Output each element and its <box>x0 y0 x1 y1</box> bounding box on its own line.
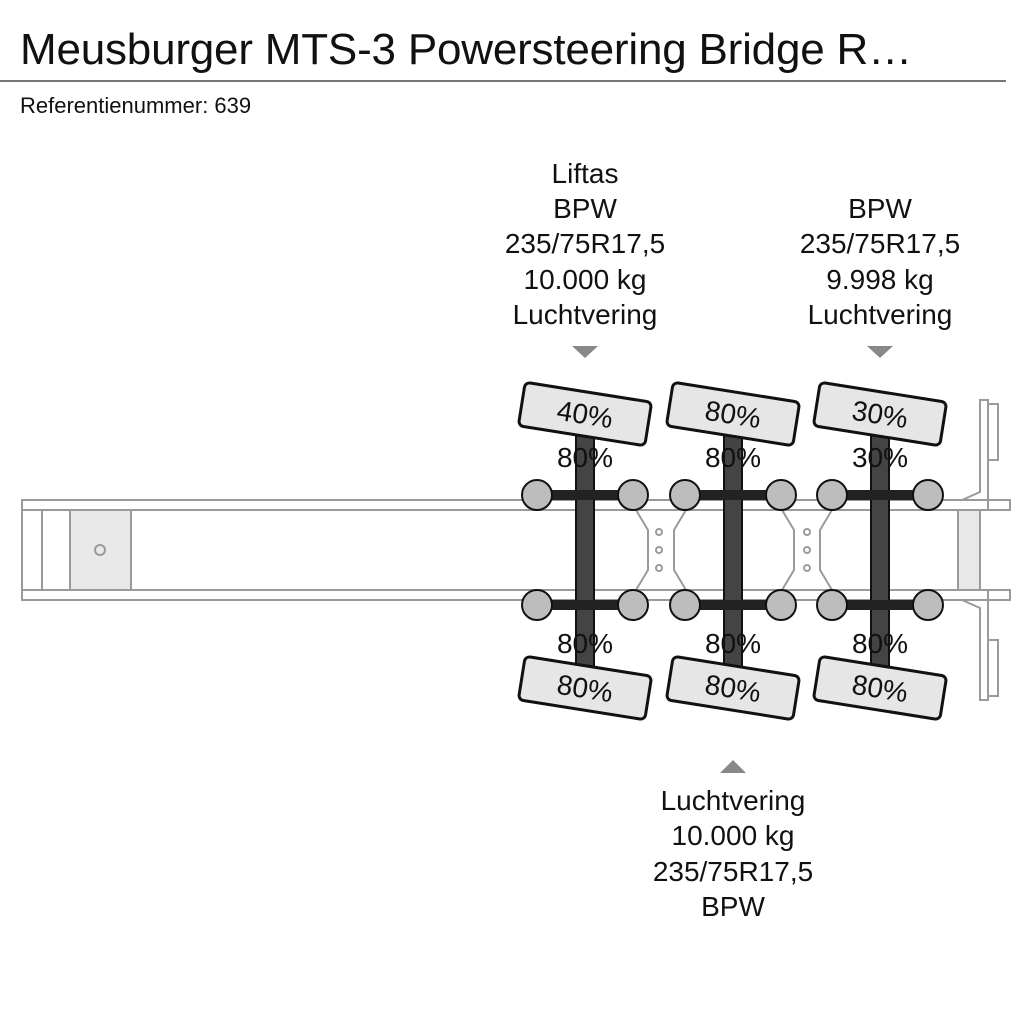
axle2-info-line: Luchtvering <box>661 785 806 816</box>
axle3-marker <box>867 346 893 358</box>
connector-bolt <box>655 564 663 572</box>
wheel-hub <box>816 589 848 621</box>
axle2-hub-bar-top <box>685 490 781 500</box>
front-support-bottom <box>987 639 999 697</box>
wheel-hub <box>669 589 701 621</box>
axle1-tyre-bottom-inner-label: 80% <box>557 628 613 659</box>
axle1-hub-bar-top <box>537 490 633 500</box>
rear-plate-bolt <box>94 544 106 556</box>
page-title: Meusburger MTS-3 Powersteering Bridge R… <box>20 25 912 74</box>
axle2-info: Luchtvering 10.000 kg 235/75R17,5 BPW <box>653 785 813 922</box>
connector-bolt <box>803 546 811 554</box>
rear-crossmember <box>21 509 43 591</box>
axle2-tyre-top-inner-label: 80% <box>705 442 761 473</box>
axle3-assembly: 30% 80% 30% 80% <box>812 381 948 721</box>
wheel-hub <box>669 479 701 511</box>
axle2-marker <box>720 760 746 773</box>
rear-plate <box>69 509 132 591</box>
trailer-frame <box>21 399 1011 701</box>
axle3-tyre-top-outer: 30% <box>812 381 948 447</box>
connector-bolt <box>655 528 663 536</box>
axle-connector-2 <box>781 509 833 591</box>
connector-bolt <box>803 528 811 536</box>
axle1-info-line: BPW <box>553 193 617 224</box>
axle3-tyre-bottom-outer: 80% <box>812 655 948 721</box>
axle1-info-line: 235/75R17,5 <box>505 228 665 259</box>
axle1-hub-bar-bottom <box>537 600 633 610</box>
wheel-hub <box>617 479 649 511</box>
wheel-hub <box>521 589 553 621</box>
axle1-tyre-top-outer: 40% <box>517 381 653 447</box>
axle2-info-line: BPW <box>701 891 765 922</box>
wheel-hub <box>617 589 649 621</box>
axle1-info: Liftas BPW 235/75R17,5 10.000 kg Luchtve… <box>505 158 665 330</box>
connector-bolt <box>803 564 811 572</box>
axle3-tyre-top-inner-label: 30% <box>852 442 908 473</box>
axle2-tyre-top-outer: 80% <box>665 381 801 447</box>
wheel-hub <box>765 589 797 621</box>
axle3-info-line: 9.998 kg <box>826 264 933 295</box>
axle1-assembly: 40%80%80%80% <box>517 381 653 721</box>
axle1-info-line: Liftas <box>552 158 619 189</box>
axle1-tyre-bottom-outer: 80% <box>517 655 653 721</box>
axle2-tyre-bottom-inner-label: 80% <box>705 628 761 659</box>
axle1-info-line: 10.000 kg <box>524 264 647 295</box>
axle-connector-1 <box>635 509 687 591</box>
axle2-info-line: 10.000 kg <box>672 820 795 851</box>
wheel-hub <box>816 479 848 511</box>
axle3-info-line: Luchtvering <box>808 299 953 330</box>
axle3-tyre-bottom-inner-label: 80% <box>852 628 908 659</box>
title-divider <box>0 80 1006 82</box>
connector-bolt <box>655 546 663 554</box>
front-support-top <box>987 403 999 461</box>
axle3-info: BPW 235/75R17,5 9.998 kg Luchtvering <box>800 193 960 330</box>
front-neck-top <box>961 399 989 510</box>
axle3-info-line: 235/75R17,5 <box>800 228 960 259</box>
axle1-info-line: Luchtvering <box>513 299 658 330</box>
axle1-marker <box>572 346 598 358</box>
front-neck-bottom <box>961 590 989 701</box>
reference-number: Referentienummer: 639 <box>20 93 252 118</box>
wheel-hub <box>912 589 944 621</box>
axle2-info-line: 235/75R17,5 <box>653 856 813 887</box>
axle2-hub-bar-bottom <box>685 600 781 610</box>
axle3-hub-bar-bottom <box>832 600 928 610</box>
wheel-hub <box>521 479 553 511</box>
front-crossmember <box>957 509 981 591</box>
axle3-info-line: BPW <box>848 193 912 224</box>
frame-rail-bottom <box>21 589 1011 601</box>
axle2-assembly: 80%80%80%80% <box>665 381 801 721</box>
axle3-hub-bar-top <box>832 490 928 500</box>
axle2-tyre-bottom-outer: 80% <box>665 655 801 721</box>
wheel-hub <box>765 479 797 511</box>
frame-rail-top <box>21 499 1011 511</box>
wheel-hub <box>912 479 944 511</box>
axle1-tyre-top-inner-label: 80% <box>557 442 613 473</box>
